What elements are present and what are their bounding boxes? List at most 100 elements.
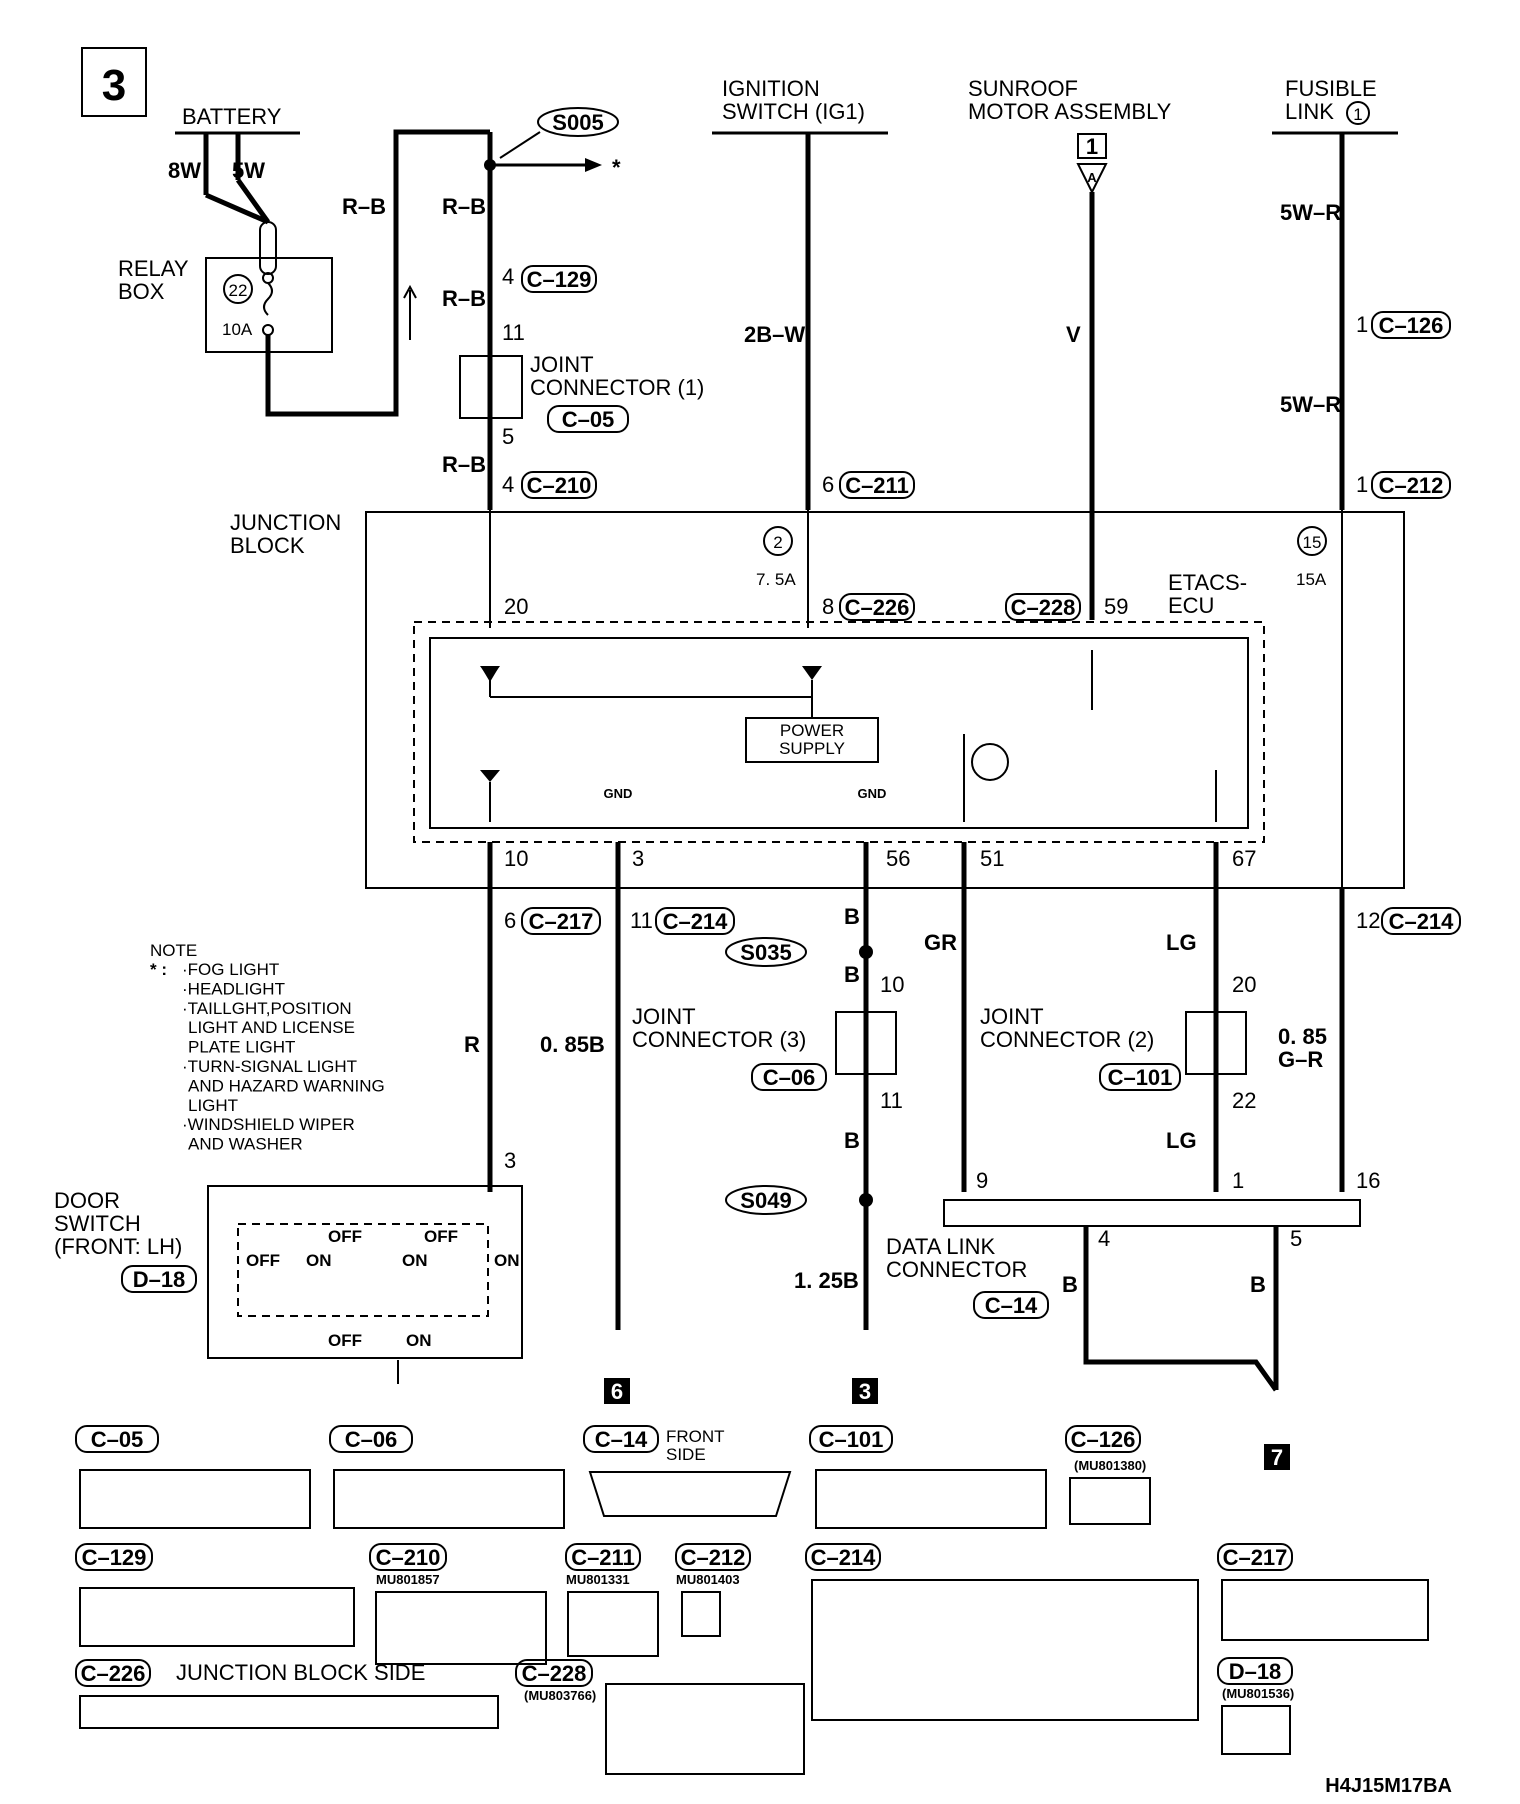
junction-block	[365, 511, 1405, 889]
c126-face: C–126 (MU801380)	[1065, 1425, 1151, 1525]
c129-face: C–129	[75, 1543, 355, 1647]
pin-20-jc2: 20	[1232, 972, 1256, 997]
splice-s035: S035	[740, 940, 791, 965]
fuse-15-id: 15	[1303, 533, 1322, 552]
pin-10: 10	[504, 846, 528, 871]
door-on-2: ON	[402, 1251, 428, 1270]
wire-v-label: V	[1066, 322, 1081, 347]
pin-c126-1: 1	[1356, 312, 1368, 337]
d18-ref-upper: D–18	[133, 1267, 186, 1292]
pin-20: 20	[504, 594, 528, 619]
ground-ref-3: 3	[852, 1378, 878, 1404]
svg-text:6: 6	[611, 1379, 623, 1404]
svg-text:C–126: C–126	[1071, 1427, 1136, 1452]
pin-10-jc3: 10	[880, 972, 904, 997]
wire-2bw-label: 2B–W	[744, 322, 805, 347]
svg-text:D–18: D–18	[1229, 1659, 1282, 1684]
c217-face: C–217	[1217, 1543, 1429, 1641]
drawing-code: H4J15M17BA	[1325, 1775, 1452, 1797]
wire-5wr-1: 5W–R	[1280, 200, 1341, 225]
wire-b-2: B	[844, 962, 860, 987]
c212-face: C–212 MU801403	[675, 1543, 751, 1637]
fuse-22-id: 22	[229, 281, 248, 300]
c217-ref-upper: C–217	[529, 909, 594, 934]
wire-b-dlc-1: B	[1062, 1272, 1078, 1297]
c214-face: C–214	[805, 1543, 1199, 1721]
pin-1-dlc: 1	[1232, 1168, 1244, 1193]
etacs-ecu-outline	[413, 621, 1265, 843]
note-line: AND WASHER	[188, 1135, 303, 1154]
pin-5-dlc: 5	[1290, 1226, 1302, 1251]
svg-text:C–06: C–06	[345, 1427, 398, 1452]
pin-59: 59	[1104, 594, 1128, 619]
pin-c129-4: 4	[502, 264, 514, 289]
note-line: ·FOG LIGHT	[182, 960, 279, 979]
ground-ref-6: 6	[604, 1378, 630, 1404]
sunroof-ref-number: 1	[1086, 134, 1098, 159]
pin-9-dlc: 9	[976, 1168, 988, 1193]
svg-text:(MU801380): (MU801380)	[1074, 1458, 1146, 1473]
etacs-ecu	[429, 637, 1249, 829]
fuse-15-rating: 15A	[1296, 570, 1327, 589]
svg-text:C–210: C–210	[376, 1545, 441, 1570]
wire-085b-label: 0. 85B	[540, 1032, 605, 1057]
note-line: ·WINDSHIELD WIPER	[182, 1115, 355, 1134]
joint-connector-3	[835, 1011, 897, 1075]
wire-8w-label: 8W	[168, 158, 201, 183]
gnd-label-1: GND	[604, 786, 633, 801]
wire-lg-1: LG	[1166, 930, 1197, 955]
note-line: PLATE LIGHT	[188, 1038, 295, 1057]
c211-face: C–211 MU801331	[565, 1543, 659, 1657]
splice-s049: S049	[740, 1188, 791, 1213]
wire-5wr-2: 5W–R	[1280, 392, 1341, 417]
pin-5-jc1: 5	[502, 424, 514, 449]
c214-ref-right: C–214	[1389, 909, 1455, 934]
joint-connector-2	[1185, 1011, 1247, 1075]
c14-ref-upper: C–14	[985, 1293, 1038, 1318]
note-line: ·TAILLGHT,POSITION	[182, 999, 352, 1018]
door-on-4: ON	[406, 1331, 432, 1350]
door-off-1: OFF	[246, 1251, 280, 1270]
c101-face: C–101	[809, 1425, 1047, 1529]
c210-face: C–210 MU801857	[369, 1543, 547, 1665]
svg-text:JUNCTION BLOCK SIDE: JUNCTION BLOCK SIDE	[176, 1660, 425, 1685]
c05-ref: C–05	[562, 407, 615, 432]
c228-ref-upper: C–228	[1011, 595, 1076, 620]
pin-c217-6: 6	[504, 908, 516, 933]
wire-rb-2: R–B	[442, 286, 486, 311]
wire-rb-left: R–B	[342, 194, 386, 219]
wire-b-3: B	[844, 1128, 860, 1153]
svg-text:(MU803766): (MU803766)	[524, 1688, 596, 1703]
page-number: 3	[102, 61, 126, 110]
star-label: *	[612, 155, 621, 180]
pin-c214-12: 12	[1356, 908, 1380, 933]
door-off-2: OFF	[328, 1227, 362, 1246]
note-line: LIGHT AND LICENSE	[188, 1018, 355, 1037]
c210-ref: C–210	[527, 473, 592, 498]
wire-rb-1: R–B	[442, 194, 486, 219]
svg-text:C–212: C–212	[681, 1545, 746, 1570]
wire-r-label: R	[464, 1032, 480, 1057]
svg-text:C–211: C–211	[571, 1545, 635, 1570]
svg-text:C–129: C–129	[82, 1545, 147, 1570]
fuse-2-id: 2	[773, 533, 782, 552]
battery-label: BATTERY	[182, 104, 282, 129]
pin-67: 67	[1232, 846, 1256, 871]
svg-text:C–228: C–228	[522, 1661, 587, 1686]
ground-ref-7: 7	[1264, 1444, 1290, 1470]
c228-face: C–228 (MU803766)	[515, 1659, 805, 1775]
svg-text:MU801403: MU801403	[676, 1572, 740, 1587]
svg-text:C–226: C–226	[81, 1661, 146, 1686]
c212-ref: C–212	[1379, 473, 1444, 498]
data-link-connector	[943, 1199, 1361, 1227]
note-line: ·HEADLIGHT	[182, 979, 285, 998]
